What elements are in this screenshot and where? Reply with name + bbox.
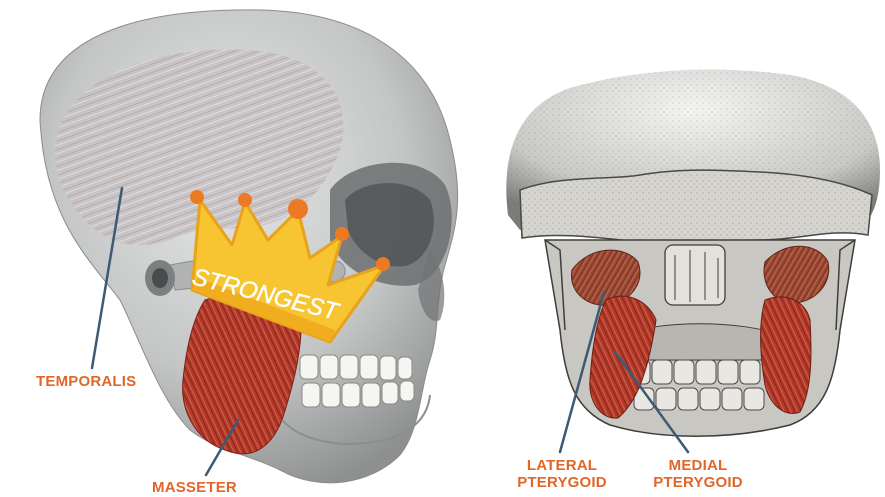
lateral-pterygoid-label: LATERAL PTERYGOID <box>516 457 608 491</box>
masseter-label: MASSETER <box>152 479 237 496</box>
skull-coronal-view <box>506 69 880 436</box>
temporalis-label: TEMPORALIS <box>36 373 136 390</box>
medial-pterygoid-label: MEDIAL PTERYGOID <box>648 457 748 491</box>
